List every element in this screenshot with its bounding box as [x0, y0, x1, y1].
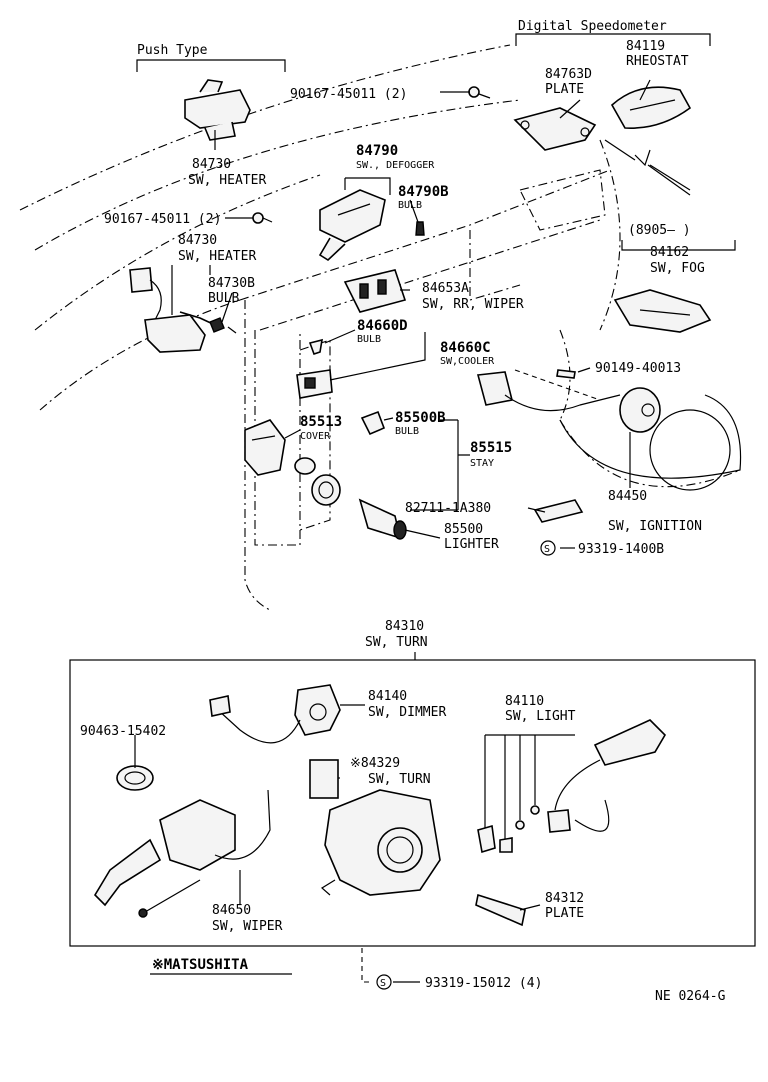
label-82711: 82711-1A380	[405, 501, 491, 516]
label-84650-name: SW, WIPER	[212, 919, 283, 934]
bracket-fog	[621, 240, 736, 251]
bulb-85500B	[360, 410, 386, 436]
label-84790-name: SW., DEFOGGER	[356, 160, 435, 171]
label-84790B-num: 84790B	[398, 184, 449, 200]
label-85500B-num: 85500B	[395, 410, 446, 426]
label-84312-name: PLATE	[545, 906, 584, 921]
direction-arrows	[634, 149, 691, 196]
dimmer-switch	[209, 684, 341, 744]
label-85513-name: COVER	[300, 431, 331, 442]
light-switch	[547, 719, 667, 833]
bulb-84660D	[308, 338, 323, 356]
label-84650-num: 84650	[212, 903, 251, 918]
label-84310-num: 84310	[385, 619, 424, 634]
label-84653A-num: 84653A	[422, 281, 469, 296]
label-84730B-name: BULB	[208, 291, 239, 306]
label-date-range: (8905— )	[628, 223, 691, 238]
label-84110-name: SW, LIGHT	[505, 709, 576, 724]
label-85500-name: LIGHTER	[444, 537, 499, 552]
label-84450-name: SW, IGNITION	[608, 519, 702, 534]
dashboard-outline	[19, 44, 741, 611]
label-90463: 90463-15402	[80, 724, 166, 739]
screw-90167-mid	[252, 212, 273, 224]
label-85500-num: 85500	[444, 522, 483, 537]
label-84730-top-name: SW, HEATER	[188, 173, 266, 188]
bracket-digital-speedometer	[515, 33, 711, 46]
heater-switch-connector	[129, 267, 216, 353]
label-85515-name: STAY	[470, 458, 494, 469]
label-84329-name: SW, TURN	[368, 772, 431, 787]
light-switch-small-parts	[477, 734, 575, 854]
label-84119-num: 84119	[626, 39, 665, 54]
turn-switch-84329	[309, 759, 339, 799]
wiper-switch	[93, 789, 271, 918]
rheostat	[610, 86, 692, 129]
band-90463	[116, 765, 154, 791]
cigarette-lighter	[358, 498, 407, 540]
label-84110-num: 84110	[505, 694, 544, 709]
label-90167-mid: 90167-45011 (2)	[104, 212, 221, 227]
label-84730-top-num: 84730	[192, 157, 231, 172]
bulb-84730B	[209, 317, 237, 334]
label-84730B-num: 84730B	[208, 276, 255, 291]
fog-switch	[613, 289, 712, 333]
rear-wiper-switch	[343, 269, 407, 313]
s-marker-top-text: S	[544, 544, 550, 555]
cover-85513	[244, 419, 286, 476]
plate-84312	[475, 893, 526, 927]
label-84763D-num: 84763D	[545, 67, 592, 82]
label-84660D-name: BULB	[357, 334, 381, 345]
leader-lines	[134, 79, 691, 983]
label-84140-num: 84140	[368, 689, 407, 704]
s-marker-bottom-text: S	[380, 978, 386, 989]
label-85500B-name: BULB	[395, 426, 419, 437]
s-marker-top	[540, 540, 556, 556]
label-84660D-num: 84660D	[357, 318, 408, 334]
defogger-switch	[318, 189, 386, 262]
cigarette-lighter-socket	[294, 457, 341, 506]
label-84660C-name: SW,COOLER	[440, 356, 495, 367]
bulb-84790B	[415, 221, 425, 236]
label-push-type: Push Type	[137, 43, 208, 58]
label-90167-top: 90167-45011 (2)	[290, 87, 407, 102]
label-84790B-name: BULB	[398, 200, 422, 211]
label-84730-mid-name: SW, HEATER	[178, 249, 256, 264]
plate-84763D	[513, 107, 597, 151]
label-93319-bottom: 93319-15012 (4)	[425, 976, 542, 991]
stay-82711	[533, 499, 584, 523]
label-84653A-name: SW, RR, WIPER	[422, 297, 524, 312]
label-93319-top: 93319-1400B	[578, 542, 664, 557]
label-84660C-num: 84660C	[440, 340, 491, 356]
label-84329-num: ※84329	[350, 756, 400, 771]
label-84119-name: RHEOSTAT	[626, 54, 689, 69]
screw-90167-top	[468, 86, 491, 99]
label-84763D-name: PLATE	[545, 82, 584, 97]
turn-switch-body	[320, 789, 441, 896]
cooler-switch	[296, 369, 333, 399]
label-90149: 90149-40013	[595, 361, 681, 376]
turn-switch-assembly-box	[69, 659, 756, 947]
bolt-90149	[556, 369, 576, 379]
label-84162-num: 84162	[650, 245, 689, 260]
label-84140-name: SW, DIMMER	[368, 705, 446, 720]
label-matsushita: ※MATSUSHITA	[152, 957, 249, 973]
label-84450-num: 84450	[608, 489, 647, 504]
label-84790-num: 84790	[356, 143, 398, 159]
heater-switch-push-type	[184, 79, 251, 141]
bracket-push-type	[136, 59, 286, 72]
label-84730-mid-num: 84730	[178, 233, 217, 248]
labels: Push Type Digital Speedometer 84730 SW, …	[80, 19, 726, 1004]
label-84310-name: SW, TURN	[365, 635, 428, 650]
label-84162-name: SW, FOG	[650, 261, 705, 276]
s-marker-bottom	[376, 974, 392, 990]
label-84312-num: 84312	[545, 891, 584, 906]
label-digital-speedometer: Digital Speedometer	[518, 19, 667, 34]
label-85513-num: 85513	[300, 414, 342, 430]
ignition-switch	[476, 371, 742, 491]
figure-code: NE 0264-G	[655, 989, 726, 1004]
label-85515-num: 85515	[470, 440, 512, 456]
